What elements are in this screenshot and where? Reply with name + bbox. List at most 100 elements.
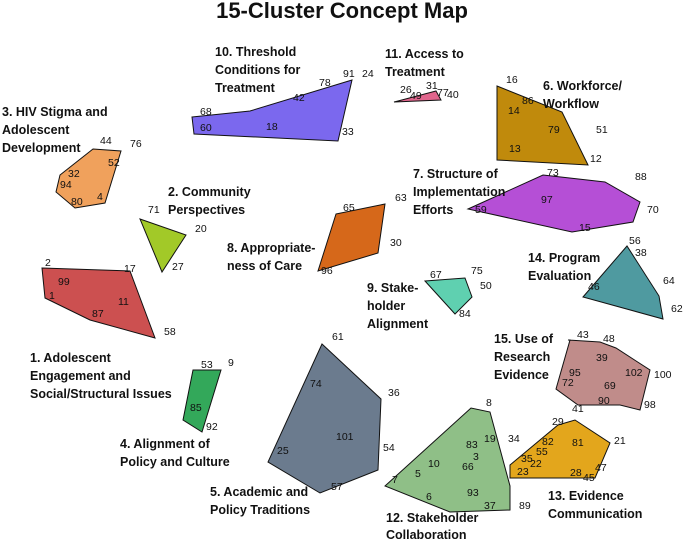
point-label: 72 bbox=[562, 377, 574, 389]
point-label: 19 bbox=[484, 433, 496, 445]
point-label: 59 bbox=[475, 204, 487, 216]
cluster-11-label-line: 11. Access to bbox=[385, 47, 464, 61]
cluster-5-label-line: 5. Academic and bbox=[210, 485, 308, 499]
point-label: 43 bbox=[577, 329, 589, 341]
cluster-4-polygon bbox=[182, 369, 222, 433]
point-label: 86 bbox=[522, 95, 534, 107]
point-label: 29 bbox=[552, 416, 564, 428]
point-label: 77 bbox=[437, 87, 449, 99]
point-label: 74 bbox=[310, 378, 322, 390]
point-label: 58 bbox=[164, 326, 176, 338]
cluster-8-label-line: 8. Appropriate- bbox=[227, 241, 315, 255]
cluster-7-polygon bbox=[466, 174, 641, 233]
point-label: 62 bbox=[671, 303, 683, 315]
cluster-14-label-line: 14. Program bbox=[528, 251, 600, 265]
cluster-10-label-line: Conditions for bbox=[215, 63, 301, 77]
cluster-9-polygon bbox=[423, 277, 473, 315]
point-label: 63 bbox=[395, 192, 407, 204]
point-label: 91 bbox=[343, 68, 355, 80]
point-label: 68 bbox=[200, 106, 212, 118]
cluster-13-label-line: Communication bbox=[548, 507, 642, 521]
point-label: 80 bbox=[71, 196, 83, 208]
point-label: 44 bbox=[100, 135, 112, 147]
point-label: 2 bbox=[45, 257, 51, 269]
cluster-12-label: 12. Stakeholder Collaboration bbox=[386, 511, 479, 540]
cluster-4-label-line: Policy and Culture bbox=[120, 455, 230, 469]
cluster-5-label: 5. Academic and Policy Traditions bbox=[210, 485, 310, 517]
point-label: 31 bbox=[426, 80, 438, 92]
cluster-9-label-line: 9. Stake- bbox=[367, 281, 418, 295]
point-label: 6 bbox=[426, 491, 432, 503]
point-label: 93 bbox=[467, 487, 479, 499]
cluster-1-label-line: 1. Adolescent bbox=[30, 351, 112, 365]
cluster-2-label-line: 2. Community bbox=[168, 185, 251, 199]
point-label: 8 bbox=[486, 397, 492, 409]
point-label: 1 bbox=[49, 290, 55, 302]
cluster-3-label-line: 3. HIV Stigma and bbox=[2, 105, 108, 119]
point-label: 3 bbox=[473, 451, 479, 463]
cluster-15-label-line: Evidence bbox=[494, 368, 549, 382]
point-label: 70 bbox=[647, 204, 659, 216]
point-label: 12 bbox=[590, 153, 602, 165]
point-label: 36 bbox=[388, 387, 400, 399]
point-label: 95 bbox=[569, 367, 581, 379]
point-label: 45 bbox=[583, 472, 595, 484]
cluster-9-label-line: holder bbox=[367, 299, 405, 313]
cluster-11-polygon bbox=[393, 90, 442, 103]
point-label: 71 bbox=[148, 204, 160, 216]
point-label: 48 bbox=[603, 333, 615, 345]
cluster-7-label-line: Implementation bbox=[413, 185, 505, 199]
point-label: 50 bbox=[480, 280, 492, 292]
cluster-8-label-line: ness of Care bbox=[227, 259, 302, 273]
point-label: 4 bbox=[97, 191, 103, 203]
cluster-13-label: 13. Evidence Communication bbox=[548, 489, 642, 521]
cluster-7-label-line: Efforts bbox=[413, 203, 453, 217]
point-label: 40 bbox=[447, 89, 459, 101]
point-label: 88 bbox=[635, 171, 647, 183]
cluster-10-polygon bbox=[191, 79, 353, 142]
cluster-6-label: 6. Workforce/ Workflow bbox=[543, 79, 622, 111]
cluster-5-label-line: Policy Traditions bbox=[210, 503, 310, 517]
point-label: 5 bbox=[415, 468, 421, 480]
point-label: 22 bbox=[530, 458, 542, 470]
point-label: 13 bbox=[509, 143, 521, 155]
cluster-14-label: 14. Program Evaluation bbox=[528, 251, 600, 283]
point-label: 21 bbox=[614, 435, 626, 447]
cluster-7-label: 7. Structure of Implementation Efforts bbox=[413, 167, 505, 217]
cluster-1-label: 1. Adolescent Engagement and Social/Stru… bbox=[30, 351, 172, 401]
point-label: 25 bbox=[277, 445, 289, 457]
point-label: 90 bbox=[598, 395, 610, 407]
cluster-7-label-line: 7. Structure of bbox=[413, 167, 499, 181]
map-title: 15-Cluster Concept Map bbox=[216, 0, 468, 23]
point-label: 96 bbox=[321, 265, 333, 277]
point-label: 7 bbox=[392, 474, 398, 486]
point-label: 82 bbox=[542, 436, 554, 448]
point-label: 73 bbox=[547, 167, 559, 179]
point-label: 41 bbox=[572, 403, 584, 415]
point-label: 100 bbox=[654, 369, 672, 381]
point-label: 26 bbox=[400, 84, 412, 96]
cluster-12-label-line: 12. Stakeholder bbox=[386, 511, 479, 525]
cluster-2-polygon bbox=[139, 218, 187, 274]
cluster-1-polygon bbox=[41, 267, 156, 339]
cluster-3-label-line: Development bbox=[2, 141, 81, 155]
cluster-10-label-line: 10. Threshold bbox=[215, 45, 296, 59]
cluster-8-label: 8. Appropriate- ness of Care bbox=[227, 241, 315, 273]
cluster-6-label-line: Workflow bbox=[543, 97, 599, 111]
point-label: 47 bbox=[595, 462, 607, 474]
point-label: 35 bbox=[521, 453, 533, 465]
cluster-11-label: 11. Access to Treatment bbox=[385, 47, 464, 79]
point-label: 52 bbox=[108, 157, 120, 169]
point-label: 78 bbox=[319, 77, 331, 89]
point-label: 101 bbox=[336, 431, 354, 443]
point-label: 24 bbox=[362, 68, 374, 80]
cluster-1-label-line: Engagement and bbox=[30, 369, 131, 383]
point-label: 49 bbox=[410, 90, 422, 102]
cluster-14-polygon bbox=[582, 245, 664, 320]
point-label: 9 bbox=[228, 357, 234, 369]
point-label: 14 bbox=[508, 105, 520, 117]
cluster-13-label-line: 13. Evidence bbox=[548, 489, 624, 503]
point-label: 66 bbox=[462, 461, 474, 473]
point-label: 75 bbox=[471, 265, 483, 277]
